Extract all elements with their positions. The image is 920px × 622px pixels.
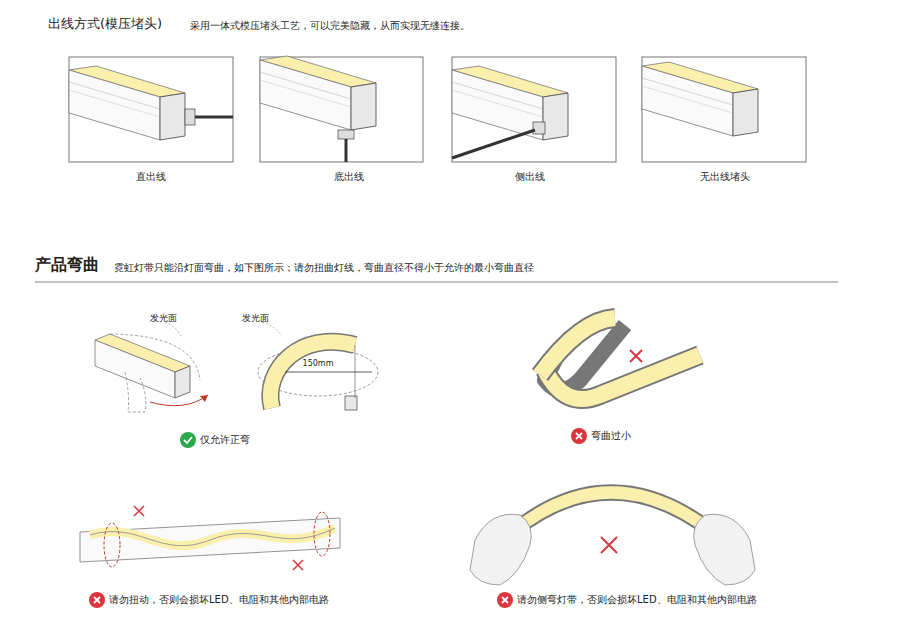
side-bend <box>470 493 755 586</box>
section-note: 采用一体式模压堵头工艺，可以完美隐藏，从而实现无缝连接。 <box>190 20 470 32</box>
variant-caption: 侧出线 <box>515 171 545 183</box>
status-caption: 弯曲过小 <box>591 430 631 442</box>
callout-label: 发光面 <box>150 313 177 324</box>
end-cap-side <box>452 66 568 158</box>
twist <box>80 506 340 570</box>
end-cap-straight <box>69 66 233 140</box>
status-icons <box>89 428 587 608</box>
frame <box>69 57 806 162</box>
variant-caption: 无出线堵头 <box>700 171 750 183</box>
separator <box>35 282 838 283</box>
section-note: 霓虹灯带只能沿灯面弯曲，如下图所示；请勿扭曲灯线，弯曲直径不得小于允许的最小弯曲… <box>114 262 534 273</box>
bend-arc <box>258 322 378 410</box>
variant-caption: 底出线 <box>334 171 364 183</box>
status-caption: 仅允许正弯 <box>200 434 250 446</box>
bend-too-small <box>540 318 700 399</box>
status-caption: 请勿侧弯灯带，否则会损坏LED、电阻和其他内部电路 <box>517 594 757 606</box>
bend-forward <box>95 322 208 412</box>
dimension-label: 150mm <box>301 359 336 369</box>
callout-label: 发光面 <box>242 313 269 324</box>
section-heading: 出线方式(模压堵头) <box>48 16 162 32</box>
variant-caption: 直出线 <box>136 171 166 183</box>
end-cap-plain <box>642 62 758 136</box>
section-heading: 产品弯曲 <box>35 255 99 274</box>
end-cap-bottom <box>260 56 376 162</box>
status-caption: 请勿扭动，否则会损坏LED、电阻和其他内部电路 <box>109 594 329 606</box>
